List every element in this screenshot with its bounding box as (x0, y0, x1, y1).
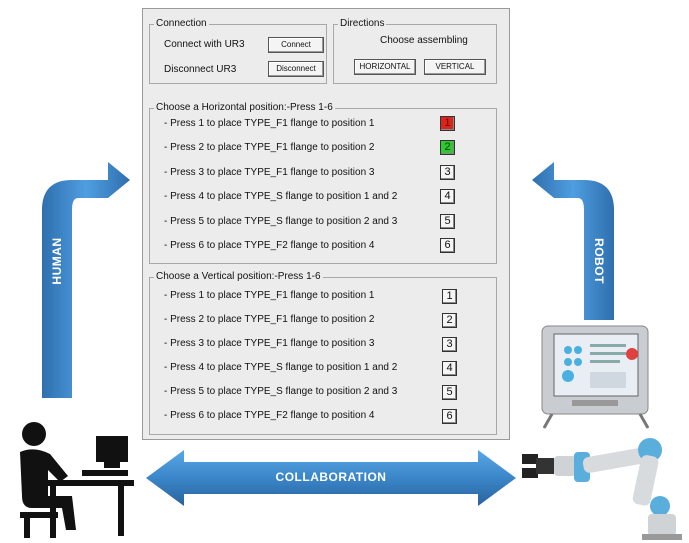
robot-controller-icon (541, 325, 650, 429)
robot-arrow-shape (532, 162, 614, 320)
control-panel: Connection Connect with UR3 Connect Disc… (142, 8, 510, 440)
vertical-button[interactable]: VERTICAL (424, 59, 486, 75)
vertical-button-5[interactable]: 5 (442, 385, 457, 400)
vertical-button-6[interactable]: 6 (442, 409, 457, 424)
horizontal-row-1-label: - Press 1 to place TYPE_F1 flange to pos… (164, 118, 375, 129)
vertical-row-3-label: - Press 3 to place TYPE_F1 flange to pos… (164, 338, 375, 349)
connect-button[interactable]: Connect (268, 37, 324, 53)
horizontal-row-4-label: - Press 4 to place TYPE_S flange to posi… (164, 191, 398, 202)
vertical-row-5-label: - Press 5 to place TYPE_S flange to posi… (164, 386, 398, 397)
robot-label: ROBOT (592, 238, 606, 284)
connection-title: Connection (154, 17, 209, 31)
horizontal-button-3[interactable]: 3 (440, 165, 455, 180)
horizontal-title: Choose a Horizontal position:-Press 1-6 (154, 101, 335, 115)
connect-label: Connect with UR3 (164, 39, 245, 50)
horizontal-row-5-label: - Press 5 to place TYPE_S flange to posi… (164, 216, 398, 227)
horizontal-button-6[interactable]: 6 (440, 238, 455, 253)
vertical-button-3[interactable]: 3 (442, 337, 457, 352)
horizontal-group: Choose a Horizontal position:-Press 1-6 … (149, 101, 497, 264)
vertical-row-1-label: - Press 1 to place TYPE_F1 flange to pos… (164, 290, 375, 301)
vertical-title: Choose a Vertical position:-Press 1-6 (154, 270, 323, 284)
disconnect-label: Disconnect UR3 (164, 64, 237, 75)
directions-subtitle: Choose assembling (380, 35, 468, 46)
horizontal-button-4[interactable]: 4 (440, 189, 455, 204)
vertical-row-2-label: - Press 2 to place TYPE_F1 flange to pos… (164, 314, 375, 325)
horizontal-row-3-label: - Press 3 to place TYPE_F1 flange to pos… (164, 167, 375, 178)
vertical-row-4-label: - Press 4 to place TYPE_S flange to posi… (164, 362, 398, 373)
vertical-button-4[interactable]: 4 (442, 361, 457, 376)
directions-title: Directions (338, 17, 387, 31)
vertical-button-1[interactable]: 1 (442, 289, 457, 304)
person-at-computer-icon (20, 422, 134, 538)
robot-arm-icon (522, 438, 682, 540)
collaboration-arrow-shape (146, 450, 516, 506)
connection-group: Connection Connect with UR3 Connect Disc… (149, 17, 327, 84)
directions-group: Directions Choose assembling HORIZONTAL … (333, 17, 497, 84)
horizontal-button-2[interactable]: 2 (440, 140, 455, 155)
horizontal-row-2-label: - Press 2 to place TYPE_F1 flange to pos… (164, 142, 375, 153)
human-arrow-shape (42, 162, 130, 398)
collaboration-label: COLLABORATION (275, 470, 387, 484)
human-label: HUMAN (50, 237, 64, 285)
vertical-row-6-label: - Press 6 to place TYPE_F2 flange to pos… (164, 410, 375, 421)
vertical-group: Choose a Vertical position:-Press 1-6 - … (149, 270, 497, 435)
disconnect-button[interactable]: Disconnect (268, 61, 324, 77)
horizontal-row-6-label: - Press 6 to place TYPE_F2 flange to pos… (164, 240, 375, 251)
horizontal-button-5[interactable]: 5 (440, 214, 455, 229)
horizontal-button-1[interactable]: 1 (440, 116, 455, 131)
vertical-button-2[interactable]: 2 (442, 313, 457, 328)
horizontal-button[interactable]: HORIZONTAL (354, 59, 416, 75)
